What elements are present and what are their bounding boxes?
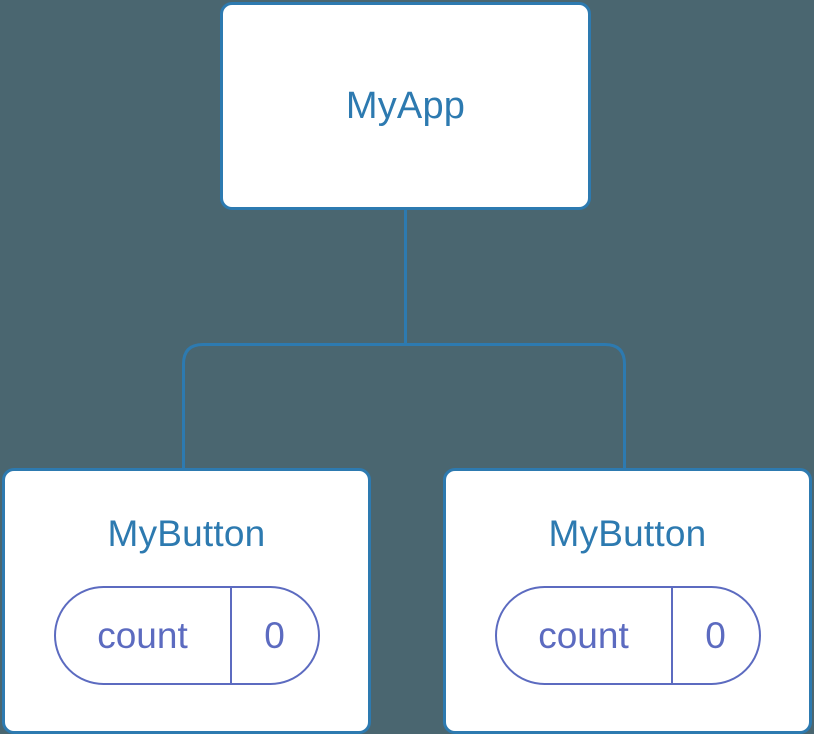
node-myapp[interactable]: MyApp — [220, 2, 591, 210]
state-key-left: count — [56, 588, 232, 683]
state-pill-right[interactable]: count 0 — [494, 586, 761, 685]
node-mybutton-right[interactable]: MyButton count 0 — [443, 468, 812, 734]
node-title-mybutton-left: MyButton — [107, 513, 266, 554]
node-mybutton-left[interactable]: MyButton count 0 — [2, 468, 371, 734]
connector-branch-right — [405, 343, 626, 470]
state-value-left: 0 — [264, 615, 285, 656]
node-title-mybutton-right: MyButton — [548, 513, 707, 554]
state-pill-left[interactable]: count 0 — [53, 586, 320, 685]
state-key-right: count — [497, 588, 673, 683]
state-value-right: 0 — [705, 615, 726, 656]
connector-branch-left — [182, 343, 406, 470]
node-title-myapp: MyApp — [345, 85, 466, 127]
